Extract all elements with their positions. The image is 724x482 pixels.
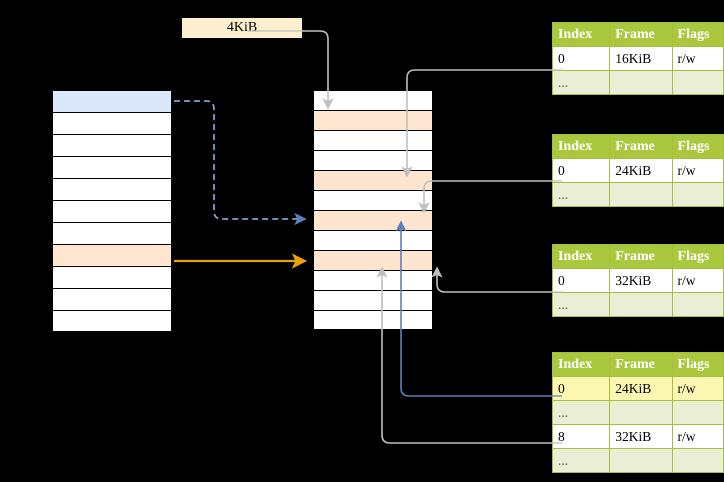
cell-index: 8 (551, 424, 611, 449)
cell-frame (609, 400, 673, 425)
cell-index: 0 (551, 158, 611, 183)
column-header-flags: Flags (671, 22, 724, 47)
cell-flags (671, 292, 724, 317)
cell-flags: r/w (671, 158, 724, 183)
cell-frame (609, 182, 673, 207)
physical-memory-column (313, 90, 433, 330)
wire-table3-to-physical (431, 266, 552, 293)
cell-flags: r/w (671, 424, 724, 449)
physical-cell-row-7 (313, 230, 433, 250)
cell-index: 0 (551, 376, 611, 401)
wire-virtual-row0-dashed (174, 100, 307, 226)
table-row[interactable]: ... (551, 400, 724, 425)
physical-cell-row-3 (313, 150, 433, 170)
cell-flags (671, 182, 724, 207)
cell-index: ... (551, 400, 611, 425)
cell-index: ... (551, 182, 611, 207)
virtual-cell-row-9 (52, 288, 172, 310)
column-header-index: Index (551, 134, 611, 159)
cell-frame: 32KiB (609, 268, 673, 293)
cell-frame (609, 292, 673, 317)
cell-index: ... (551, 448, 611, 473)
virtual-cell-row-6 (52, 222, 172, 244)
column-header-index: Index (551, 352, 611, 377)
virtual-cell-row-10 (52, 310, 172, 332)
physical-cell-row-4 (313, 170, 433, 190)
cell-flags (671, 70, 724, 95)
cell-index: 0 (551, 46, 611, 71)
virtual-cell-row-1 (52, 112, 172, 134)
cell-flags: r/w (671, 46, 724, 71)
column-header-flags: Flags (671, 244, 724, 269)
virtual-cell-row-8 (52, 266, 172, 288)
cell-flags: r/w (671, 376, 724, 401)
virtual-cell-row-3 (52, 156, 172, 178)
wire-table2-to-physical (418, 180, 552, 214)
column-header-frame: Frame (609, 22, 673, 47)
cell-flags (671, 400, 724, 425)
virtual-cell-row-2 (52, 134, 172, 156)
cell-frame: 24KiB (609, 158, 673, 183)
column-header-flags: Flags (671, 352, 724, 377)
table-row[interactable]: ... (551, 182, 724, 207)
cell-index: ... (551, 292, 611, 317)
physical-cell-row-9 (313, 270, 433, 290)
column-header-index: Index (551, 22, 611, 47)
physical-cell-row-0 (313, 90, 433, 110)
column-header-flags: Flags (671, 134, 724, 159)
physical-cell-row-10 (313, 290, 433, 310)
physical-cell-row-1 (313, 110, 433, 130)
column-header-frame: Frame (609, 352, 673, 377)
cell-frame (609, 70, 673, 95)
column-header-index: Index (551, 244, 611, 269)
virtual-address-space-column (52, 90, 172, 332)
physical-cell-row-6 (313, 210, 433, 230)
cell-frame (609, 448, 673, 473)
physical-cell-row-2 (313, 130, 433, 150)
virtual-cell-row-0 (52, 90, 172, 112)
cell-frame: 32KiB (609, 424, 673, 449)
cell-frame: 24KiB (609, 376, 673, 401)
cell-index: ... (551, 70, 611, 95)
table-row[interactable]: ... (551, 292, 724, 317)
column-header-frame: Frame (609, 244, 673, 269)
cell-frame: 16KiB (609, 46, 673, 71)
column-header-frame: Frame (609, 134, 673, 159)
cell-flags (671, 448, 724, 473)
physical-cell-row-8 (313, 250, 433, 270)
virtual-cell-row-7 (52, 244, 172, 266)
cell-index: 0 (551, 268, 611, 293)
physical-cell-row-11 (313, 310, 433, 330)
virtual-cell-row-5 (52, 200, 172, 222)
table-row[interactable]: ... (551, 448, 724, 473)
cell-flags: r/w (671, 268, 724, 293)
virtual-cell-row-4 (52, 178, 172, 200)
table-row[interactable]: ... (551, 70, 724, 95)
physical-cell-row-5 (313, 190, 433, 210)
page-size-label: 4KiB (182, 18, 302, 38)
